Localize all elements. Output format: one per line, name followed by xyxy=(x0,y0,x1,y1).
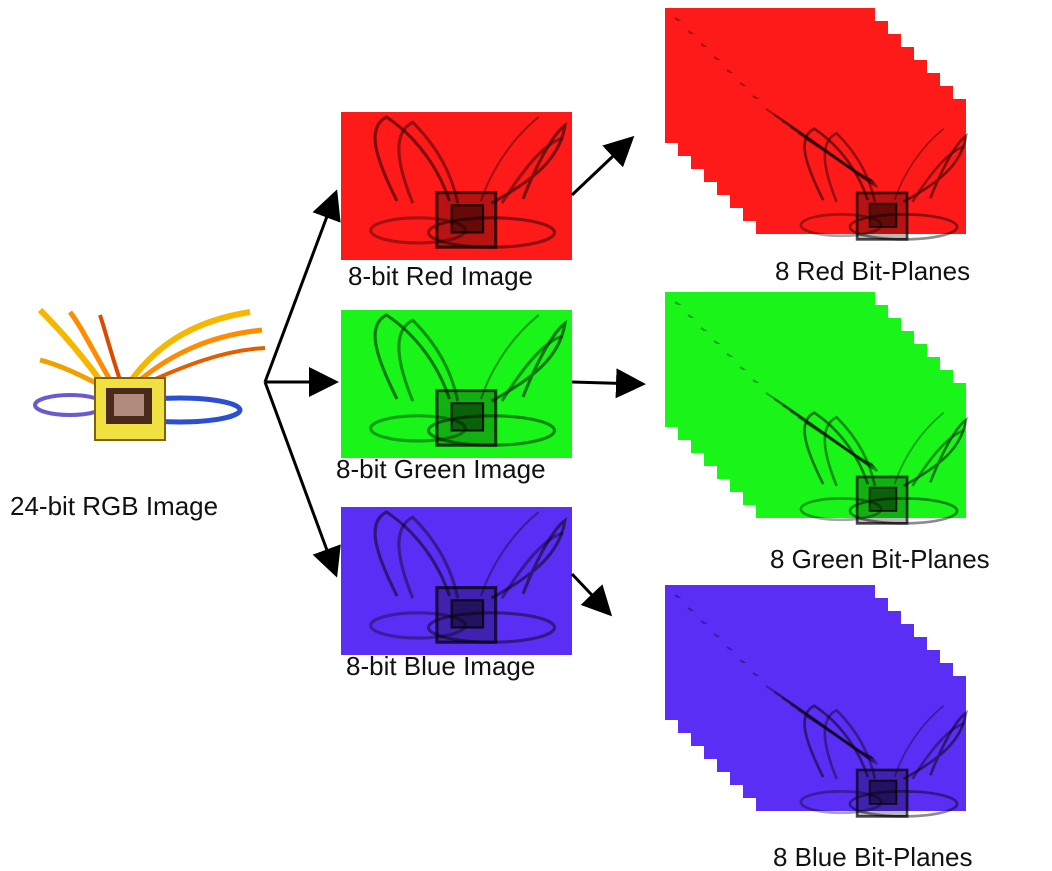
split-arrows xyxy=(263,189,341,578)
bit-plane-8 xyxy=(756,383,968,525)
arrow-to-red-planes xyxy=(570,135,635,197)
green-bit-plane-stack xyxy=(665,292,968,525)
blue-channel-label: 8-bit Blue Image xyxy=(346,651,535,681)
blue-channel-image xyxy=(341,507,572,655)
arrow-to-green-planes xyxy=(571,368,646,399)
plane-arrows xyxy=(570,135,646,617)
rgb-image xyxy=(30,305,268,460)
bit-plane-8 xyxy=(756,676,968,818)
red-channel-image xyxy=(341,112,572,260)
green-channel-label: 8-bit Green Image xyxy=(336,454,546,484)
rgb-image-label: 24-bit RGB Image xyxy=(10,491,218,521)
red-bit-plane-stack xyxy=(665,8,968,241)
arrow-to-blue-planes xyxy=(570,572,613,617)
red-channel-label: 8-bit Red Image xyxy=(348,261,533,291)
green-channel-image xyxy=(341,310,572,458)
green-planes-label: 8 Green Bit-Planes xyxy=(770,544,990,574)
blue-planes-label: 8 Blue Bit-Planes xyxy=(773,842,972,871)
bit-plane-8 xyxy=(756,99,968,241)
blue-bit-plane-stack xyxy=(665,585,968,818)
red-planes-label: 8 Red Bit-Planes xyxy=(775,256,970,286)
arrow-to-red xyxy=(263,189,341,383)
arrow-to-blue xyxy=(263,381,341,578)
